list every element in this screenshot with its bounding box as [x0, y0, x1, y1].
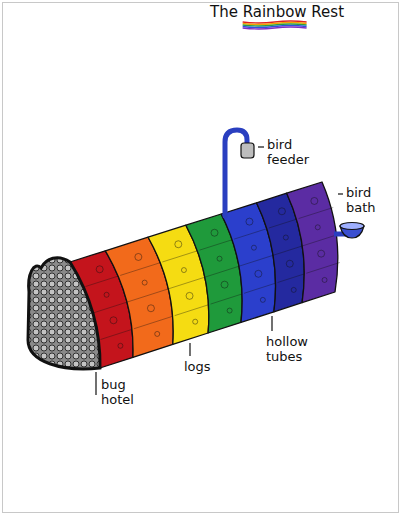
log-doodle: [96, 266, 103, 273]
part-label: hollow tubes: [266, 335, 308, 365]
leader-line: [271, 316, 272, 331]
log-doodle: [221, 281, 228, 288]
log-doodle: [311, 197, 318, 204]
log-segment: [269, 219, 299, 228]
log-segment: [127, 289, 168, 302]
log-doodle: [181, 268, 186, 273]
part-label: bird feeder: [267, 138, 309, 168]
log-doodle: [260, 297, 265, 302]
feeder-body: [241, 143, 254, 158]
log-segment: [175, 304, 211, 316]
log-segment: [278, 273, 307, 282]
log-doodle: [318, 250, 325, 257]
part-label: logs: [184, 360, 211, 375]
log-segment: [299, 208, 334, 219]
log-segment: [234, 228, 269, 239]
log-doodle: [315, 225, 320, 230]
log-doodle: [118, 343, 123, 348]
log-segment: [86, 275, 121, 286]
part-label: bird bath: [346, 186, 376, 216]
log-doodle: [211, 229, 218, 236]
log-doodle: [246, 218, 253, 225]
log-doodle: [155, 331, 160, 336]
log-doodle: [227, 308, 232, 313]
log-doodle: [291, 287, 296, 292]
leader-line: [95, 372, 96, 395]
log-doodle: [147, 305, 154, 312]
log-segment: [101, 329, 134, 340]
log-doodle: [278, 208, 285, 215]
log-doodle: [283, 235, 288, 240]
title: The Rainbow Rest: [210, 4, 344, 21]
log-doodle: [142, 280, 147, 285]
log-doodle: [175, 241, 182, 248]
log-doodle: [251, 245, 256, 250]
log-segment: [306, 263, 339, 274]
bath-rim: [340, 223, 364, 230]
log-segment: [168, 277, 205, 289]
sheet-border: [3, 3, 399, 513]
log-doodle: [217, 256, 222, 261]
log-segment: [134, 316, 175, 329]
feeder-dash: [258, 146, 264, 147]
log-segment: [239, 255, 273, 266]
log-doodle: [193, 319, 198, 324]
log-doodle: [286, 260, 293, 267]
log-doodle: [135, 253, 142, 260]
log-segment: [211, 293, 244, 304]
log-doodle: [186, 292, 193, 299]
log-bands: [70, 182, 340, 368]
bug-hotel-face: [28, 258, 100, 369]
rainbow-underline: [243, 27, 307, 29]
log-segment: [162, 250, 199, 262]
log-segment: [199, 239, 234, 250]
log-doodle: [322, 277, 327, 282]
log-doodle: [104, 292, 109, 297]
log-doodle: [110, 317, 117, 324]
bath-dash: [338, 193, 343, 194]
part-label: bug hotel: [101, 378, 134, 408]
log-segment: [244, 283, 277, 294]
log-doodle: [255, 270, 262, 277]
leader-line: [189, 343, 190, 356]
log-band: [287, 182, 338, 303]
log-segment: [120, 262, 162, 275]
log-segment: [302, 235, 336, 246]
log-segment: [93, 302, 127, 313]
log-segment: [273, 246, 302, 255]
log-segment: [205, 266, 239, 277]
